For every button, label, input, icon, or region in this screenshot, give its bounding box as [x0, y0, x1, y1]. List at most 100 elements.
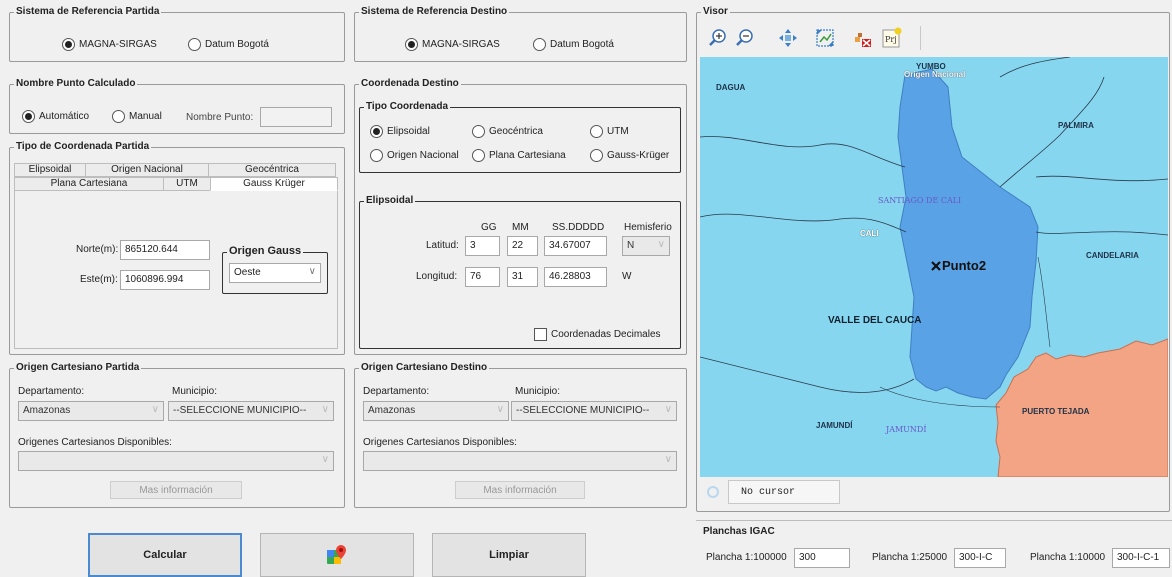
radio-indicator — [590, 149, 603, 162]
tipo-coordenada-group: Tipo Coordenada Elipsoidal Geocéntrica U… — [359, 101, 681, 173]
cauca-region — [995, 338, 1168, 477]
calcular-button[interactable]: Calcular — [88, 533, 242, 577]
destino-geocentrica-radio[interactable]: Geocéntrica — [472, 125, 543, 138]
depto-select[interactable]: Amazonas ∨ — [363, 401, 509, 421]
radio-indicator — [533, 38, 546, 51]
origenes-select[interactable]: ∨ — [18, 451, 334, 471]
limpiar-button[interactable]: Limpiar — [432, 533, 586, 577]
muni-label: Municipio: — [515, 386, 561, 397]
clear-layer-icon — [855, 33, 871, 47]
map-label-valle-del-cauca: VALLE DEL CAUCA — [828, 315, 922, 326]
origenes-select[interactable]: ∨ — [363, 451, 677, 471]
destino-origen-nacional-radio[interactable]: Origen Nacional — [370, 149, 459, 162]
map-label-dagua: DAGUA — [716, 83, 746, 92]
ref-destino-bogota-radio[interactable]: Datum Bogotá — [533, 38, 614, 51]
ref-partida-bogota-radio[interactable]: Datum Bogotá — [188, 38, 269, 51]
muni-select[interactable]: --SELECCIONE MUNICIPIO-- ∨ — [168, 401, 334, 421]
destino-gauss-kruger-radio[interactable]: Gauss-Krüger — [590, 149, 669, 162]
norte-input[interactable]: 865120.644 — [120, 240, 210, 260]
muni-select[interactable]: --SELECCIONE MUNICIPIO-- ∨ — [511, 401, 677, 421]
ref-destino-magna-radio[interactable]: MAGNA-SIRGAS — [405, 38, 500, 51]
lon-gg-input[interactable]: 76 — [465, 267, 500, 287]
plancha-25000-input[interactable]: 300-I-C — [954, 548, 1006, 568]
col-mm-header: MM — [512, 222, 529, 233]
nombre-punto-group: Nombre Punto Calculado Automático Manual… — [9, 78, 345, 134]
lat-gg-input[interactable]: 3 — [465, 236, 500, 256]
lat-ss-input[interactable]: 34.67007 — [544, 236, 607, 256]
cali-municipality — [897, 68, 1039, 400]
plancha-100000-input[interactable]: 300 — [794, 548, 850, 568]
tab-geocentrica[interactable]: Geocéntrica — [208, 163, 336, 177]
coord-destino-group: Coordenada Destino Tipo Coordenada Elips… — [354, 78, 687, 355]
map-label-jamundi: JAMUNDÍ — [816, 421, 853, 430]
zoom-extent-button[interactable] — [813, 26, 837, 50]
tab-utm[interactable]: UTM — [163, 177, 211, 191]
map-viewer[interactable]: YUMBO Origen Nacional DAGUA PALMIRA SANT… — [700, 57, 1168, 477]
tab-gauss-kruger[interactable]: Gauss Krüger — [210, 177, 338, 191]
lat-mm-input[interactable]: 22 — [507, 236, 538, 256]
lat-hemisferio-select[interactable]: N ∨ — [622, 236, 670, 256]
ref-destino-group: Sistema de Referencia Destino MAGNA-SIRG… — [354, 6, 687, 62]
destino-utm-radio[interactable]: UTM — [590, 125, 629, 138]
map-label-punto: Punto2 — [942, 258, 987, 273]
map-label-jamundi-municipality: JAMUNDÍ — [886, 425, 927, 434]
visor-status-bar: No cursor — [700, 478, 1168, 506]
boundary-line — [999, 57, 1071, 78]
radio-indicator — [472, 125, 485, 138]
planchas-separator — [696, 520, 1172, 521]
plancha-10000-input[interactable]: 300-I-C-1 — [1112, 548, 1170, 568]
tab-elipsoidal[interactable]: Elipsoidal — [14, 163, 86, 177]
boundary-line — [700, 356, 915, 393]
longitud-label: Longitud: — [416, 271, 458, 282]
chevron-down-icon: ∨ — [308, 266, 316, 277]
col-gg-header: GG — [481, 222, 497, 233]
origen-gauss-select[interactable]: Oeste ∨ — [229, 263, 321, 283]
map-label-santiago-de-cali: SANTIAGO DE CALI — [878, 196, 962, 205]
ref-partida-group: Sistema de Referencia Partida MAGNA-SIRG… — [9, 6, 345, 62]
destino-elipsoidal-radio[interactable]: Elipsoidal — [370, 125, 430, 138]
boundary-line — [879, 386, 1001, 408]
latitud-label: Latitud: — [426, 240, 459, 251]
tab-origen-nacional[interactable]: Origen Nacional — [85, 163, 209, 177]
radio-indicator — [188, 38, 201, 51]
radio-indicator — [112, 110, 125, 123]
zoom-in-button[interactable] — [706, 26, 730, 50]
maps-button[interactable] — [260, 533, 414, 577]
ref-partida-magna-radio[interactable]: MAGNA-SIRGAS — [62, 38, 157, 51]
planchas-title: Planchas IGAC — [703, 526, 775, 537]
elipsoidal-group: Elipsoidal GG MM SS.DDDDD Hemisferio Lat… — [359, 195, 681, 349]
nombre-punto-input[interactable] — [260, 107, 332, 127]
destino-plana-cartesiana-radio[interactable]: Plana Cartesiana — [472, 149, 566, 162]
map-label-cali: CALI — [860, 229, 879, 238]
checkbox-indicator — [534, 328, 547, 341]
prj-label: Prj — [885, 35, 897, 44]
lon-ss-input[interactable]: 46.28803 — [544, 267, 607, 287]
visor-title: Visor — [701, 6, 730, 17]
chevron-down-icon: ∨ — [321, 454, 329, 465]
lon-mm-input[interactable]: 31 — [507, 267, 538, 287]
depto-label: Departamento: — [363, 386, 430, 397]
pan-icon — [779, 29, 797, 47]
tipo-partida-tabs-row2: Plana Cartesiana UTM Gauss Krüger — [14, 177, 338, 191]
coordenadas-decimales-checkbox[interactable]: Coordenadas Decimales — [534, 328, 661, 341]
chevron-down-icon: ∨ — [151, 404, 159, 415]
zoom-in-icon — [709, 29, 726, 46]
nombre-automatico-radio[interactable]: Automático — [22, 110, 89, 123]
map-label-palmira: PALMIRA — [1058, 121, 1094, 130]
radio-indicator — [22, 110, 35, 123]
depto-select[interactable]: Amazonas ∨ — [18, 401, 164, 421]
chevron-down-icon: ∨ — [321, 404, 329, 415]
mas-informacion-button[interactable]: Mas información — [110, 481, 242, 499]
este-label: Este(m): — [80, 274, 118, 285]
clear-layer-button[interactable] — [851, 26, 875, 50]
tipo-coordenada-title: Tipo Coordenada — [364, 101, 451, 112]
mas-informacion-button[interactable]: Mas información — [455, 481, 585, 499]
projection-button[interactable]: Prj — [880, 26, 904, 50]
zoom-out-button[interactable] — [733, 26, 757, 50]
tab-plana-cartesiana[interactable]: Plana Cartesiana — [14, 177, 164, 191]
tipo-partida-title: Tipo de Coordenada Partida — [14, 141, 152, 152]
este-input[interactable]: 1060896.994 — [120, 270, 210, 290]
pan-button[interactable] — [776, 26, 800, 50]
nombre-manual-radio[interactable]: Manual — [112, 110, 162, 123]
toolbar-separator — [920, 26, 921, 50]
